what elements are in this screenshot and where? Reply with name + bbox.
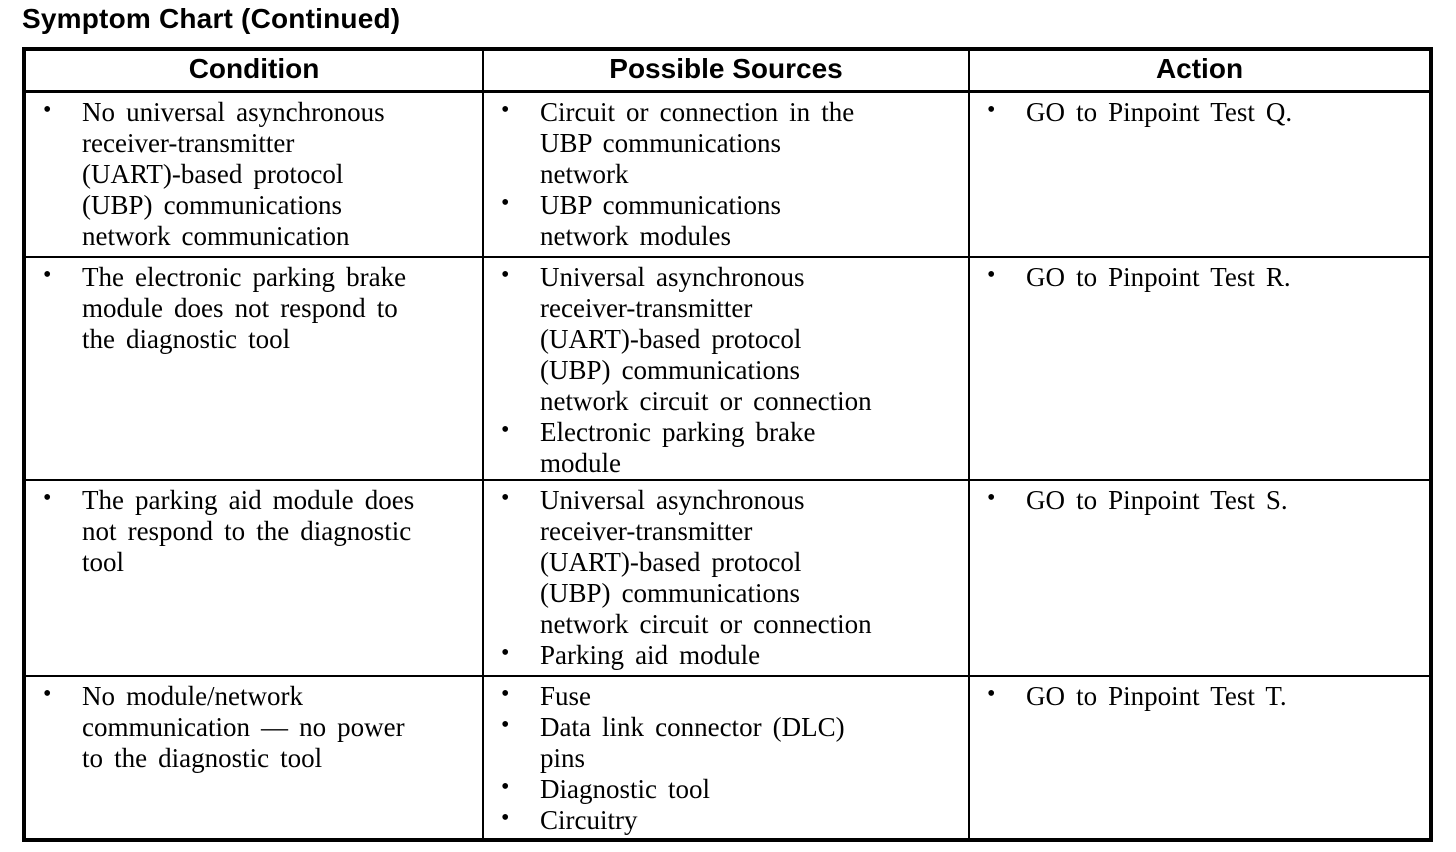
bullet-text: No universal asynchronous receiver-trans…: [82, 96, 385, 251]
bullet-item: • GO to Pinpoint Test Q.: [970, 97, 1429, 128]
bullet-item: • No module/network communication — no po…: [26, 681, 482, 774]
bullet-list: • Universal asynchronous receiver-transmi…: [484, 262, 968, 479]
bullet-text: Fuse: [540, 681, 592, 711]
bullet-icon: •: [987, 262, 996, 288]
column-header-action: Action: [968, 48, 1432, 93]
bullet-item: • Universal asynchronous receiver-transmi…: [484, 485, 968, 640]
possible-sources-cell: • Universal asynchronous receiver-transmi…: [482, 479, 970, 677]
bullet-item: • Parking aid module: [484, 640, 968, 671]
bullet-item: • The parking aid module does not respond…: [26, 485, 482, 578]
bullet-icon: •: [987, 485, 996, 511]
column-header-condition: Condition: [23, 48, 484, 93]
header-row: Condition Possible Sources Action: [23, 48, 1432, 93]
symptom-chart-table: Condition Possible Sources Action • No un…: [22, 47, 1433, 842]
bullet-item: • Electronic parking brake module: [484, 417, 968, 479]
bullet-text: GO to Pinpoint Test S.: [1026, 485, 1288, 515]
condition-cell: • The parking aid module does not respond…: [23, 479, 484, 677]
action-cell: • GO to Pinpoint Test R.: [968, 256, 1432, 481]
bullet-text: UBP communications network modules: [540, 189, 782, 251]
bullet-item: • Circuit or connection in the UBP commun…: [484, 97, 968, 190]
table-row: • No module/network communication — no po…: [23, 675, 1432, 841]
action-cell: • GO to Pinpoint Test Q.: [968, 90, 1432, 258]
bullet-icon: •: [987, 681, 996, 707]
action-cell: • GO to Pinpoint Test S.: [968, 479, 1432, 677]
bullet-text: Circuit or connection in the UBP communi…: [540, 96, 855, 189]
possible-sources-cell: • Circuit or connection in the UBP commun…: [482, 90, 970, 258]
bullet-item: • Fuse: [484, 681, 968, 712]
table-row: • The parking aid module does not respond…: [23, 479, 1432, 677]
bullet-icon: •: [501, 681, 510, 707]
table-header: Condition Possible Sources Action: [23, 48, 1432, 93]
bullet-item: • GO to Pinpoint Test S.: [970, 485, 1429, 516]
bullet-text: Parking aid module: [540, 640, 761, 670]
bullet-icon: •: [501, 712, 510, 738]
column-header-possible-sources: Possible Sources: [482, 48, 970, 93]
bullet-icon: •: [501, 485, 510, 511]
condition-cell: • The electronic parking brake module doe…: [23, 256, 484, 481]
action-cell: • GO to Pinpoint Test T.: [968, 675, 1432, 841]
table-row: • The electronic parking brake module doe…: [23, 256, 1432, 481]
bullet-text: GO to Pinpoint Test R.: [1026, 262, 1291, 292]
bullet-list: • GO to Pinpoint Test R.: [970, 262, 1429, 293]
bullet-list: • GO to Pinpoint Test S.: [970, 485, 1429, 516]
bullet-list: • No module/network communication — no po…: [26, 681, 482, 774]
bullet-text: GO to Pinpoint Test T.: [1026, 681, 1287, 711]
bullet-text: Data link connector (DLC) pins: [540, 712, 845, 773]
condition-cell: • No universal asynchronous receiver-tran…: [23, 90, 484, 258]
bullet-icon: •: [501, 262, 510, 288]
bullet-list: • Universal asynchronous receiver-transmi…: [484, 485, 968, 671]
bullet-text: The electronic parking brake module does…: [82, 262, 407, 354]
bullet-text: Electronic parking brake module: [540, 417, 816, 478]
bullet-icon: •: [43, 681, 52, 707]
bullet-item: • Diagnostic tool: [484, 774, 968, 805]
bullet-text: Universal asynchronous receiver-transmit…: [540, 262, 872, 416]
bullet-list: • GO to Pinpoint Test T.: [970, 681, 1429, 712]
bullet-icon: •: [501, 96, 510, 123]
symptom-table-body: • No universal asynchronous receiver-tran…: [23, 90, 1432, 841]
bullet-icon: •: [43, 485, 52, 511]
bullet-list: • No universal asynchronous receiver-tran…: [26, 97, 482, 252]
table-row: • No universal asynchronous receiver-tran…: [23, 90, 1432, 258]
bullet-icon: •: [501, 417, 510, 443]
bullet-text: GO to Pinpoint Test Q.: [1026, 96, 1293, 127]
bullet-item: • Data link connector (DLC) pins: [484, 712, 968, 774]
bullet-item: • The electronic parking brake module doe…: [26, 262, 482, 355]
bullet-icon: •: [43, 262, 52, 288]
bullet-list: • Fuse • Data link connector (DLC) pins • Dia…: [484, 681, 968, 836]
bullet-text: Circuitry: [540, 805, 638, 835]
bullet-list: • GO to Pinpoint Test Q.: [970, 97, 1429, 128]
bullet-icon: •: [501, 805, 510, 831]
bullet-text: No module/network communication — no pow…: [82, 681, 405, 773]
bullet-item: • UBP communications network modules: [484, 190, 968, 252]
bullet-item: • GO to Pinpoint Test R.: [970, 262, 1429, 293]
bullet-list: • The electronic parking brake module doe…: [26, 262, 482, 355]
bullet-item: • Universal asynchronous receiver-transmi…: [484, 262, 968, 417]
bullet-icon: •: [501, 640, 510, 666]
bullet-icon: •: [987, 96, 996, 123]
bullet-list: • The parking aid module does not respond…: [26, 485, 482, 578]
bullet-item: • Circuitry: [484, 805, 968, 836]
possible-sources-cell: • Universal asynchronous receiver-transmi…: [482, 256, 970, 481]
bullet-item: • GO to Pinpoint Test T.: [970, 681, 1429, 712]
bullet-item: • No universal asynchronous receiver-tran…: [26, 97, 482, 252]
bullet-text: Diagnostic tool: [540, 774, 711, 804]
bullet-icon: •: [501, 774, 510, 800]
page-title: Symptom Chart (Continued): [22, 3, 401, 34]
bullet-icon: •: [501, 189, 510, 216]
possible-sources-cell: • Fuse • Data link connector (DLC) pins • Dia…: [482, 675, 970, 841]
bullet-text: The parking aid module does not respond …: [82, 485, 415, 577]
bullet-icon: •: [43, 96, 52, 123]
bullet-list: • Circuit or connection in the UBP commun…: [484, 97, 968, 252]
condition-cell: • No module/network communication — no po…: [23, 675, 484, 841]
bullet-text: Universal asynchronous receiver-transmit…: [540, 485, 872, 639]
